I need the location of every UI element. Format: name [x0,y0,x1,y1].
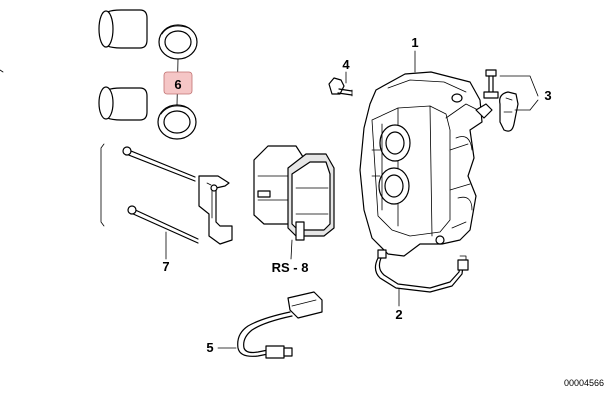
brake-pad-set[interactable] [253,145,335,241]
seal-upper[interactable] [158,24,198,60]
callout-3[interactable]: 3 [544,88,551,103]
callout-1[interactable]: 1 [411,35,418,50]
callout-4[interactable]: 4 [342,57,350,72]
leader-3b [529,99,539,111]
leader-8 [290,239,293,260]
leader-3a [499,75,539,97]
edge-mark [0,69,4,73]
highlight-box [163,71,193,95]
callout-5[interactable]: 5 [206,340,213,355]
brake-line[interactable] [374,249,469,293]
callout-2[interactable]: 2 [395,307,402,322]
wear-sensor[interactable] [237,291,323,359]
anti-rattle-kit[interactable] [100,143,233,245]
callout-7[interactable]: 7 [162,259,169,274]
seal-lower[interactable] [157,104,197,140]
callout-6[interactable]: 6 [174,77,181,92]
piston-upper[interactable] [98,9,148,49]
brake-caliper[interactable] [359,71,483,257]
image-id: 00004566 [564,378,604,388]
bleed-valve-kit[interactable] [475,69,519,132]
caliper-bolt[interactable] [328,77,353,97]
piston-lower[interactable] [98,86,148,121]
callout-8[interactable]: RS - 8 [272,260,309,275]
